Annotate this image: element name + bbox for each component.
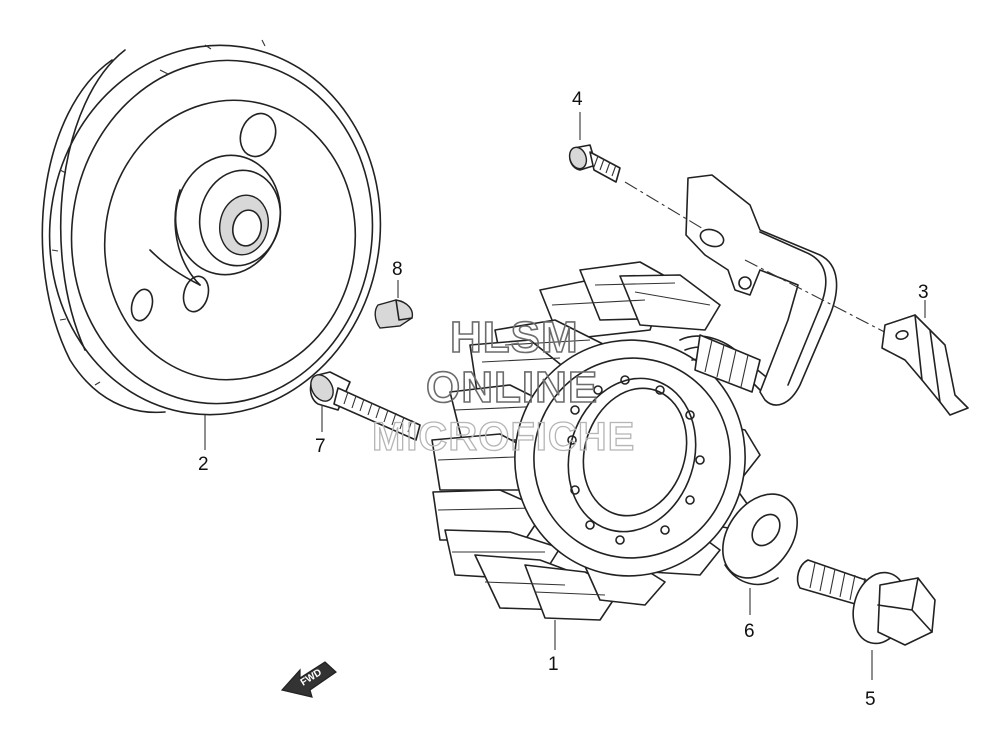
rotor-flywheel[interactable] — [26, 24, 404, 450]
callout-4[interactable]: 4 — [572, 89, 583, 110]
watermark: HLSM ONLINE MICROFICHE — [371, 312, 635, 459]
stator-assembly[interactable] — [431, 261, 781, 650]
callout-5[interactable]: 5 — [865, 689, 876, 710]
callout-3[interactable]: 3 — [918, 282, 929, 303]
callout-1[interactable]: 1 — [548, 654, 559, 675]
flange-bolt[interactable] — [796, 559, 936, 680]
forward-arrow: FWD — [280, 661, 337, 698]
cable-guide-plate[interactable] — [685, 174, 838, 406]
stator-bolt[interactable] — [306, 371, 421, 441]
woodruff-key[interactable] — [374, 280, 414, 329]
wire-clamp[interactable] — [881, 300, 969, 416]
stator-bolt-holes — [567, 375, 705, 545]
callout-7[interactable]: 7 — [315, 436, 326, 457]
watermark-line-1: HLSM — [450, 313, 579, 362]
callout-6[interactable]: 6 — [744, 621, 755, 642]
guide-screw[interactable] — [567, 112, 901, 341]
callout-2[interactable]: 2 — [198, 454, 209, 475]
watermark-line-3: MICROFICHE — [372, 415, 635, 459]
watermark-line-2: ONLINE — [426, 363, 598, 412]
washer[interactable] — [707, 480, 812, 615]
callout-8[interactable]: 8 — [392, 259, 403, 280]
